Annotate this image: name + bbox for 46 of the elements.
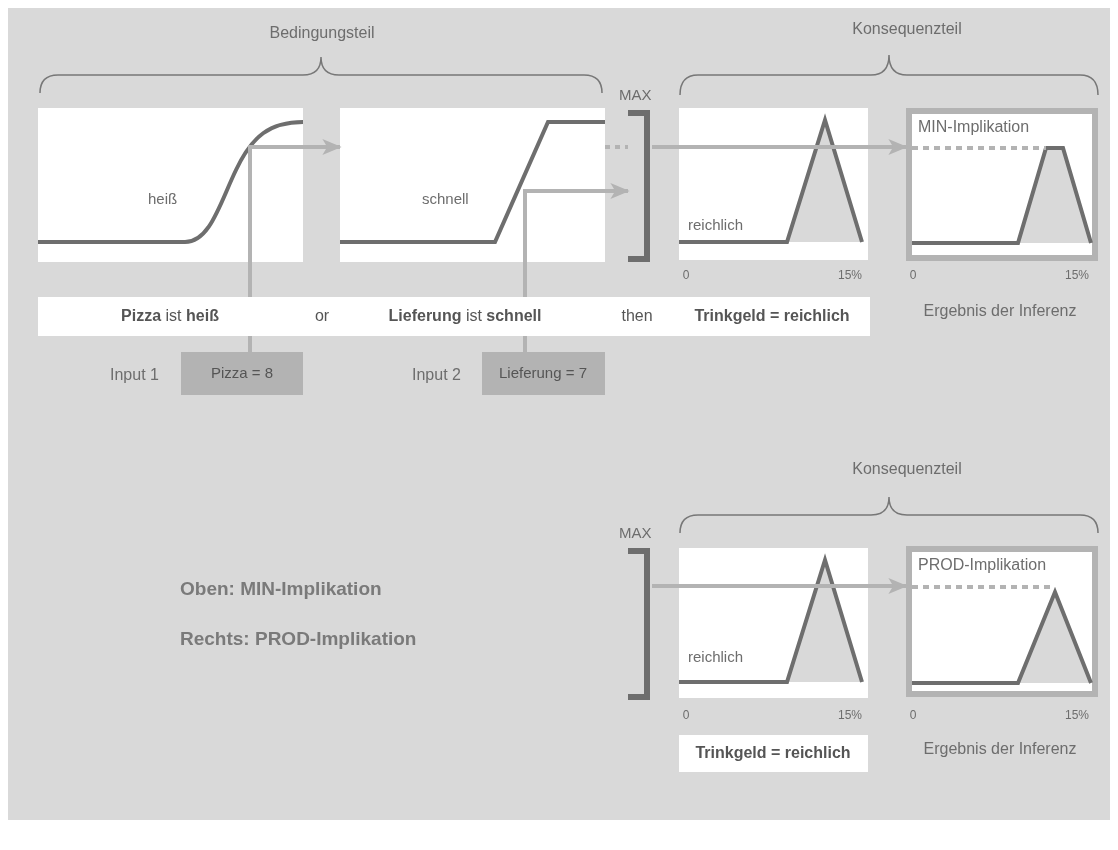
- membership-panel: [38, 108, 303, 262]
- input-box: [482, 352, 605, 395]
- note: Rechts: PROD-Implikation: [180, 630, 417, 648]
- term-label: heiß: [148, 190, 178, 208]
- rule-text: Pizza ist heiß: [121, 307, 219, 325]
- node-label: Ergebnis der Inferenz: [923, 740, 1077, 758]
- rule-bar: [679, 735, 868, 772]
- axis-tick-label: 15%: [838, 707, 862, 724]
- membership-panel: [340, 108, 605, 262]
- arrow: [303, 139, 342, 155]
- arrow: [868, 139, 908, 155]
- input-value: Pizza = 8: [210, 364, 274, 382]
- axis-tick-label: 15%: [1065, 267, 1089, 284]
- input-label: Input 2: [412, 366, 461, 384]
- input-box: [181, 352, 303, 395]
- note: Oben: MIN-Implikation: [180, 580, 382, 598]
- section-title: Konsequenzteil: [852, 460, 962, 478]
- rule-text: or: [314, 307, 330, 325]
- node-label: Ergebnis der Inferenz: [923, 302, 1077, 320]
- term-label: reichlich: [688, 648, 744, 666]
- rule-text: Lieferung ist schnell: [388, 307, 542, 325]
- axis-tick-label: 0: [909, 267, 917, 284]
- axis-tick-label: 15%: [838, 267, 862, 284]
- section-title: Bedingungsteil: [269, 24, 375, 42]
- rule-bar: [38, 297, 870, 336]
- arrow: [868, 578, 908, 594]
- rule-text: Trinkgeld = reichlich: [694, 307, 850, 325]
- operator-label: MAX: [619, 86, 652, 104]
- result-panel: [906, 108, 1098, 261]
- term-label: schnell: [422, 190, 469, 208]
- operator-label: MAX: [619, 524, 652, 542]
- implication-label: MIN-Implikation: [918, 118, 1030, 136]
- result-panel: [906, 546, 1098, 697]
- section-title: Konsequenzteil: [852, 20, 962, 38]
- membership-panel: [679, 108, 868, 260]
- rule-text: Trinkgeld = reichlich: [695, 744, 851, 762]
- implication-label: PROD-Implikation: [918, 556, 1047, 574]
- axis-tick-label: 0: [909, 707, 917, 724]
- input-value: Lieferung = 7: [499, 364, 587, 382]
- term-label: reichlich: [688, 216, 744, 234]
- axis-tick-label: 15%: [1065, 707, 1089, 724]
- input-label: Input 1: [110, 366, 159, 384]
- arrow: [605, 183, 630, 199]
- rule-text: then: [621, 307, 653, 325]
- axis-tick-label: 0: [682, 707, 690, 724]
- axis-tick-label: 0: [682, 267, 690, 284]
